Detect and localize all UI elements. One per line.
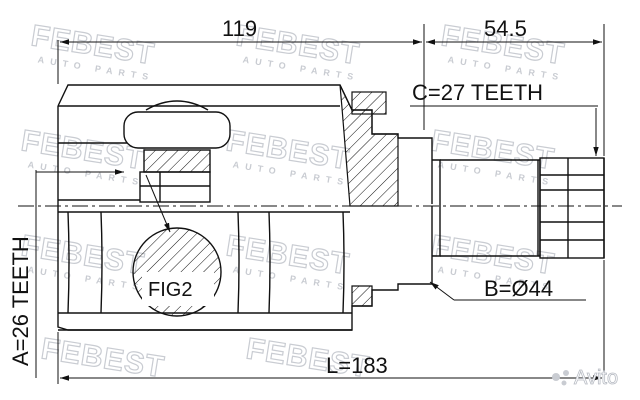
fig2-label: FIG2 xyxy=(148,279,192,301)
spec-c-teeth: C=27 TEETH xyxy=(412,80,543,105)
dimension-lines xyxy=(35,24,605,384)
avito-logo-icon xyxy=(552,373,560,381)
roller-bearing xyxy=(123,100,231,203)
fig2-detail: FIG2 xyxy=(132,174,222,317)
outer-housing xyxy=(57,84,433,331)
watermark-1: FEBEST AUTO PARTS xyxy=(28,19,157,83)
spec-a-teeth: A=26 TEETH xyxy=(8,236,33,366)
avito-label: Avito xyxy=(574,367,618,389)
dim-54-5: 54.5 xyxy=(484,16,527,41)
hatched-collar xyxy=(351,91,387,115)
avito-logo-icon xyxy=(563,370,569,376)
dim-119: 119 xyxy=(222,16,257,41)
dim-total-length: L=183 xyxy=(326,353,388,378)
watermark-8: FEBEST AUTO PARTS xyxy=(223,229,352,293)
avito-logo-icon xyxy=(561,380,567,386)
watermark-5: FEBEST AUTO PARTS xyxy=(223,124,352,188)
fig2-leader xyxy=(145,174,171,233)
watermark-7: FEBEST AUTO PARTS xyxy=(18,229,147,293)
avito-watermark: Avito xyxy=(552,367,619,389)
hatched-lower xyxy=(351,285,373,307)
shaft xyxy=(432,157,605,259)
spec-b-diameter: B=Ø44 xyxy=(484,276,553,301)
